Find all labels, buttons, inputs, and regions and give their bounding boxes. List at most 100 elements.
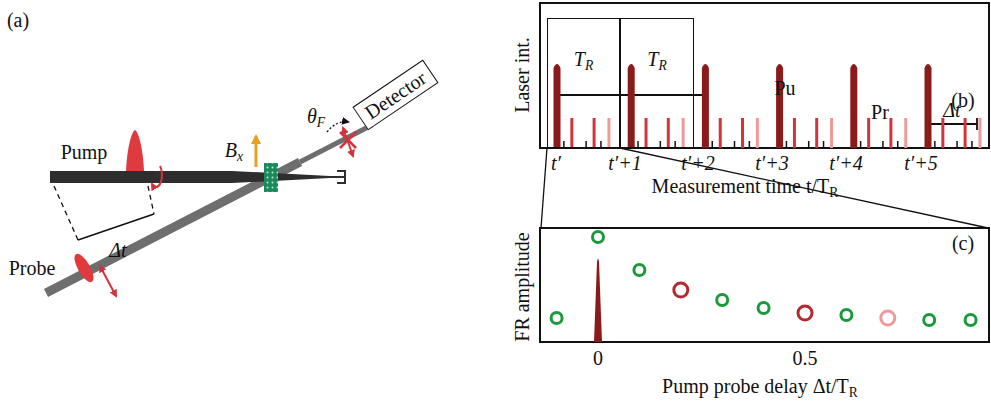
- tick: [674, 141, 676, 148]
- probe-pulse-bar: [964, 118, 967, 148]
- probe-pulse-bar: [978, 118, 981, 148]
- fr-data-points: [551, 232, 976, 326]
- delay-bracket: [54, 186, 154, 240]
- probe-pulse-bar: [793, 118, 796, 148]
- label: t′+5: [904, 153, 937, 173]
- data-point: [841, 310, 852, 321]
- laser-pulses: [554, 64, 980, 148]
- tick: [956, 141, 958, 148]
- tick: [897, 141, 899, 148]
- pump-pulse: [126, 130, 162, 187]
- data-point: [717, 295, 728, 306]
- delay-bracket: [54, 186, 78, 240]
- pump-pulse-bar: [925, 64, 932, 148]
- pump-beam: [330, 176, 344, 178]
- data-point: [634, 265, 645, 276]
- probe-pulse-bar: [889, 118, 892, 148]
- label: 0.5: [793, 348, 818, 368]
- panel-frame: [540, 3, 989, 148]
- tick: [749, 141, 751, 148]
- zoom-lines: [541, 148, 547, 228]
- zoom-lines: [541, 148, 988, 228]
- tick: [585, 141, 587, 148]
- label: Pu: [774, 78, 795, 98]
- label: t′: [551, 153, 561, 173]
- delay-bracket: [148, 186, 154, 214]
- pump-pulse: [152, 166, 162, 187]
- label: Measurement time t/TR: [652, 176, 839, 199]
- label: Laser int.: [512, 37, 532, 113]
- label: Bx: [225, 140, 243, 163]
- probe-pulse-bar: [867, 118, 870, 148]
- label: (c): [952, 233, 974, 253]
- probe-pulse: [100, 266, 116, 296]
- label: t′+1: [608, 153, 641, 173]
- data-point: [551, 313, 562, 324]
- tick: [563, 141, 565, 148]
- probe-pulse-bar: [593, 118, 596, 148]
- label: (a): [7, 10, 29, 30]
- label: Pr: [871, 102, 889, 122]
- label: 0: [593, 348, 603, 368]
- pump-spike: [594, 259, 602, 343]
- label: Pump probe delay Δt/TR: [662, 376, 858, 399]
- sample: [264, 163, 278, 192]
- label: θF: [307, 106, 325, 129]
- label: Probe: [9, 258, 56, 278]
- probe-pulse-bar: [645, 118, 648, 148]
- pump-spike: [594, 259, 602, 343]
- period-box: TR: [620, 18, 694, 148]
- label: t′+2: [681, 153, 714, 173]
- probe-pulse-bar: [741, 118, 744, 148]
- probe-pulse-bar: [667, 118, 670, 148]
- field-arrow: [256, 136, 257, 167]
- tick: [808, 141, 810, 148]
- tick: [971, 141, 973, 148]
- pump-pulse-bar: [850, 64, 857, 148]
- data-point: [881, 311, 895, 325]
- period-box: TR: [547, 18, 620, 148]
- tick: [734, 141, 736, 148]
- sample: [264, 163, 278, 192]
- pump-pulse-bar: [554, 64, 561, 148]
- data-point: [674, 283, 688, 297]
- pump-beam: [337, 171, 345, 183]
- tick: [860, 141, 862, 148]
- probe-pulse-bar: [607, 118, 610, 148]
- probe-pulse-bar: [904, 118, 907, 148]
- probe-pulse-bar: [682, 118, 685, 148]
- pump-beam: [50, 171, 330, 183]
- pump-pulse: [126, 130, 144, 171]
- probe-pulse: [71, 251, 97, 285]
- label: t′+4: [829, 153, 862, 173]
- delay-bar: [927, 123, 977, 125]
- tick: [637, 141, 639, 148]
- probe-pulse-bar: [570, 118, 573, 148]
- panel-frame: [540, 3, 989, 342]
- delay-bracket: [78, 214, 154, 240]
- data-point: [798, 306, 812, 320]
- pump-pulse-bar: [702, 64, 709, 148]
- zoom-lines: [620, 148, 988, 228]
- label: t′+3: [755, 153, 788, 173]
- panel-frame: [540, 228, 989, 342]
- detector-label: Detector: [361, 67, 429, 122]
- label: FR amplitude: [512, 232, 532, 341]
- probe-beam: [46, 125, 372, 293]
- period-label: TR: [646, 49, 667, 72]
- tick: [786, 141, 788, 148]
- detector-box: Detector: [352, 60, 438, 131]
- probe-pulse-bar: [719, 118, 722, 148]
- faraday-rotation: [327, 122, 356, 156]
- probe-pulse-bar: [941, 118, 944, 148]
- probe-pulse-bar: [815, 118, 818, 148]
- probe-pulse-bar: [756, 118, 759, 148]
- tick: [823, 141, 825, 148]
- data-point: [758, 303, 769, 314]
- pump-pulse-bar: [628, 64, 635, 148]
- faraday-rotation: [343, 128, 353, 156]
- sample: [264, 163, 278, 192]
- period-label: TR: [573, 49, 594, 72]
